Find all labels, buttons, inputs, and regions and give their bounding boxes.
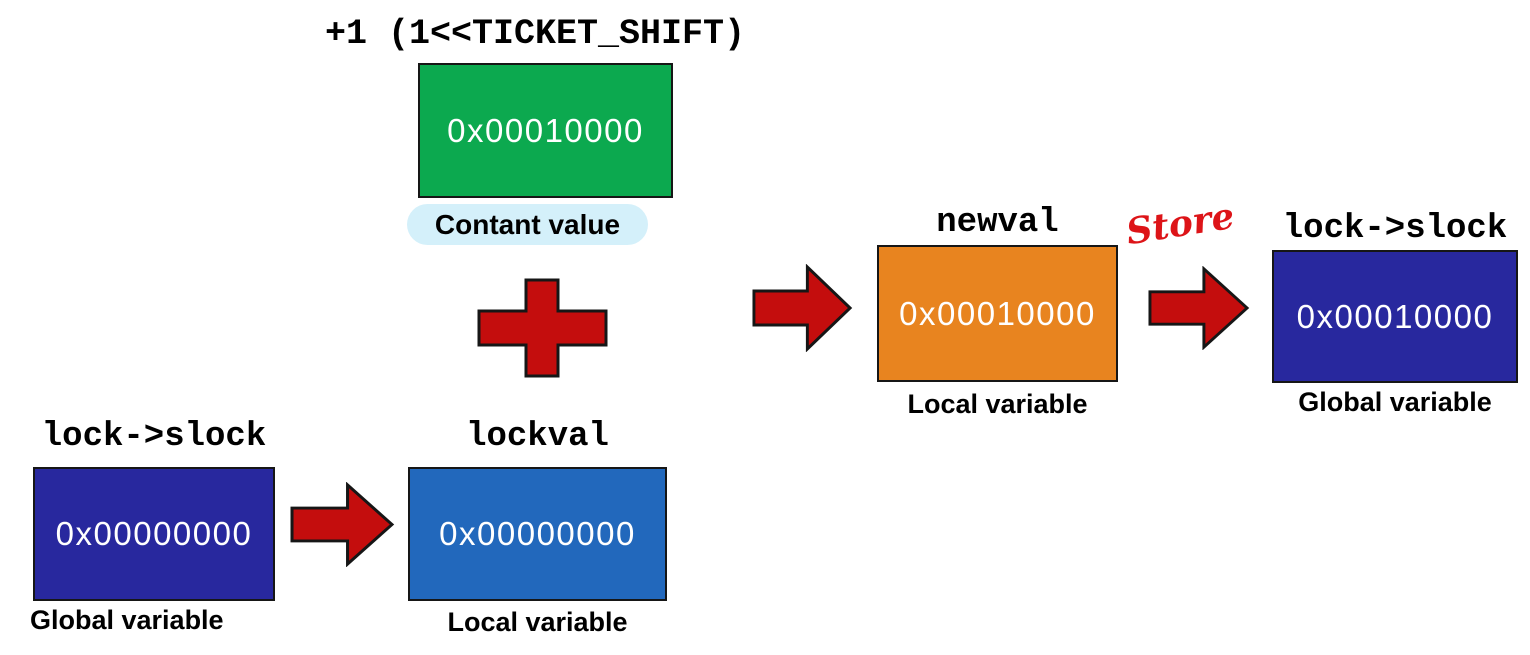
lockval-caption: Local variable	[447, 607, 628, 637]
plus-icon	[477, 278, 608, 378]
global-after-label: lock->slock	[1282, 210, 1508, 248]
newval-value-text: 0x00010000	[899, 294, 1096, 332]
constant-value-box: 0x00010000	[418, 63, 673, 198]
lockval-value-box: 0x00000000	[408, 467, 667, 601]
global-before-caption: Global variable	[30, 605, 224, 635]
store-annotation: Store	[1123, 194, 1238, 254]
newval-value-box: 0x00010000	[877, 245, 1118, 382]
global-before-label: lock->slock	[41, 418, 267, 456]
constant-caption-text: Contant value	[434, 208, 621, 240]
global-after-value-text: 0x00010000	[1296, 297, 1494, 335]
global-after-value-box: 0x00010000	[1272, 250, 1518, 383]
constant-expression-label: +1 (1<<TICKET_SHIFT)	[325, 14, 746, 54]
newval-label: newval	[936, 204, 1059, 242]
lockval-label: lockval	[466, 418, 609, 456]
newval-caption: Local variable	[907, 389, 1088, 419]
arrow-right-icon	[290, 482, 395, 567]
global-before-value-text: 0x00000000	[55, 515, 253, 552]
lockval-value-text: 0x00000000	[439, 515, 636, 552]
global-before-value-box: 0x00000000	[33, 467, 275, 601]
constant-caption-pill: Contant value	[407, 204, 648, 245]
arrow-right-icon	[1148, 266, 1250, 350]
constant-value-text: 0x00010000	[447, 111, 644, 149]
arrow-right-icon	[752, 264, 853, 352]
global-after-caption: Global variable	[1298, 387, 1492, 417]
